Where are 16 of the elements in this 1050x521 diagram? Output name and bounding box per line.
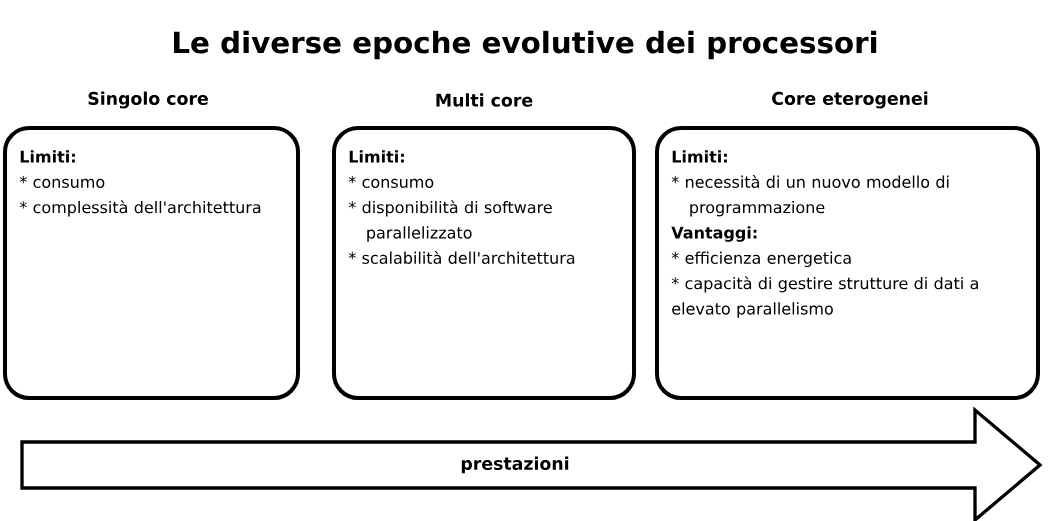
box-heading: Core eterogenei bbox=[772, 91, 928, 109]
box-heading: Singolo core bbox=[88, 91, 208, 109]
box-heading: Multi core bbox=[436, 93, 533, 107]
node-label: * disponibilità di software parallelizzato bbox=[348, 200, 552, 242]
node-label: Limiti: bbox=[672, 150, 727, 163]
node-label: * necessità di un nuovo modello di programmazione bbox=[671, 174, 949, 217]
node-label: * efficienza energetica bbox=[671, 251, 851, 268]
process-box: Limiti: * necessità di un nuovo modello di programmazione Vantaggi: * efficienza energetica * capacità di gestire strutture di dati a elevato parallelismo bbox=[655, 126, 1040, 400]
title: Le diverse epoche evolutive dei processori bbox=[174, 30, 877, 60]
node-label: Limiti: bbox=[349, 150, 404, 163]
process-box: Limiti: * consumo * complessità dell'architettura bbox=[3, 126, 300, 400]
node-label: Vantaggi: bbox=[671, 226, 757, 242]
node-label: * scalabilità dell'architettura bbox=[348, 250, 575, 264]
process-box: Limiti: * consumo * disponibilità di software parallelizzato * scalabilità dell'architettura bbox=[332, 126, 636, 400]
node-label: * consumo bbox=[348, 175, 434, 188]
node-label: * capacità di gestire strutture di dati a elevato parallelismo bbox=[671, 276, 978, 318]
